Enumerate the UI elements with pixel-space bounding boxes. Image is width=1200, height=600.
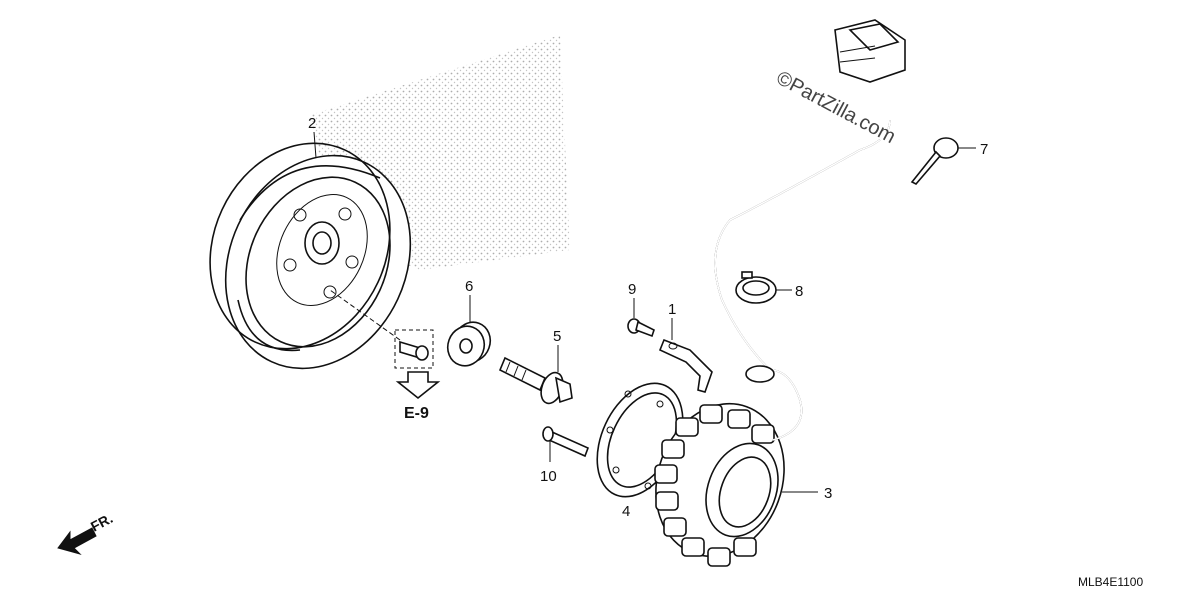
- part-number-label: 3: [824, 485, 832, 502]
- part-number-label: 7: [980, 141, 988, 158]
- part-number-label: 6: [465, 278, 473, 295]
- washer[interactable]: [442, 295, 496, 371]
- small-bolt[interactable]: [627, 298, 655, 338]
- part-number-label: 8: [795, 283, 803, 300]
- rotor-flywheel[interactable]: [177, 114, 444, 399]
- part-number-label: 10: [540, 468, 557, 485]
- part-number-label: 1: [668, 301, 676, 318]
- wire-clip[interactable]: [910, 137, 976, 185]
- front-direction-arrow: FR.: [57, 510, 115, 555]
- wire-connector[interactable]: [834, 19, 906, 83]
- part-number-label: 5: [553, 328, 561, 345]
- reference-arrow[interactable]: E-9: [395, 371, 441, 422]
- part-number-label: 2: [308, 115, 316, 132]
- stator-teeth: [654, 404, 775, 567]
- part-number-label: 4: [622, 503, 630, 520]
- diagram-code: MLB4E1100: [1078, 575, 1143, 589]
- part-number-label: 9: [628, 281, 636, 298]
- flange-bolt[interactable]: [498, 345, 573, 406]
- rotor-bolt[interactable]: [329, 289, 434, 369]
- stator[interactable]: [635, 385, 818, 574]
- long-bolt[interactable]: [542, 426, 590, 462]
- wire-clamp[interactable]: [735, 271, 792, 304]
- wire-bracket[interactable]: [658, 318, 713, 393]
- wire-harness[interactable]: [714, 74, 909, 441]
- reference-label: E-9: [404, 405, 429, 422]
